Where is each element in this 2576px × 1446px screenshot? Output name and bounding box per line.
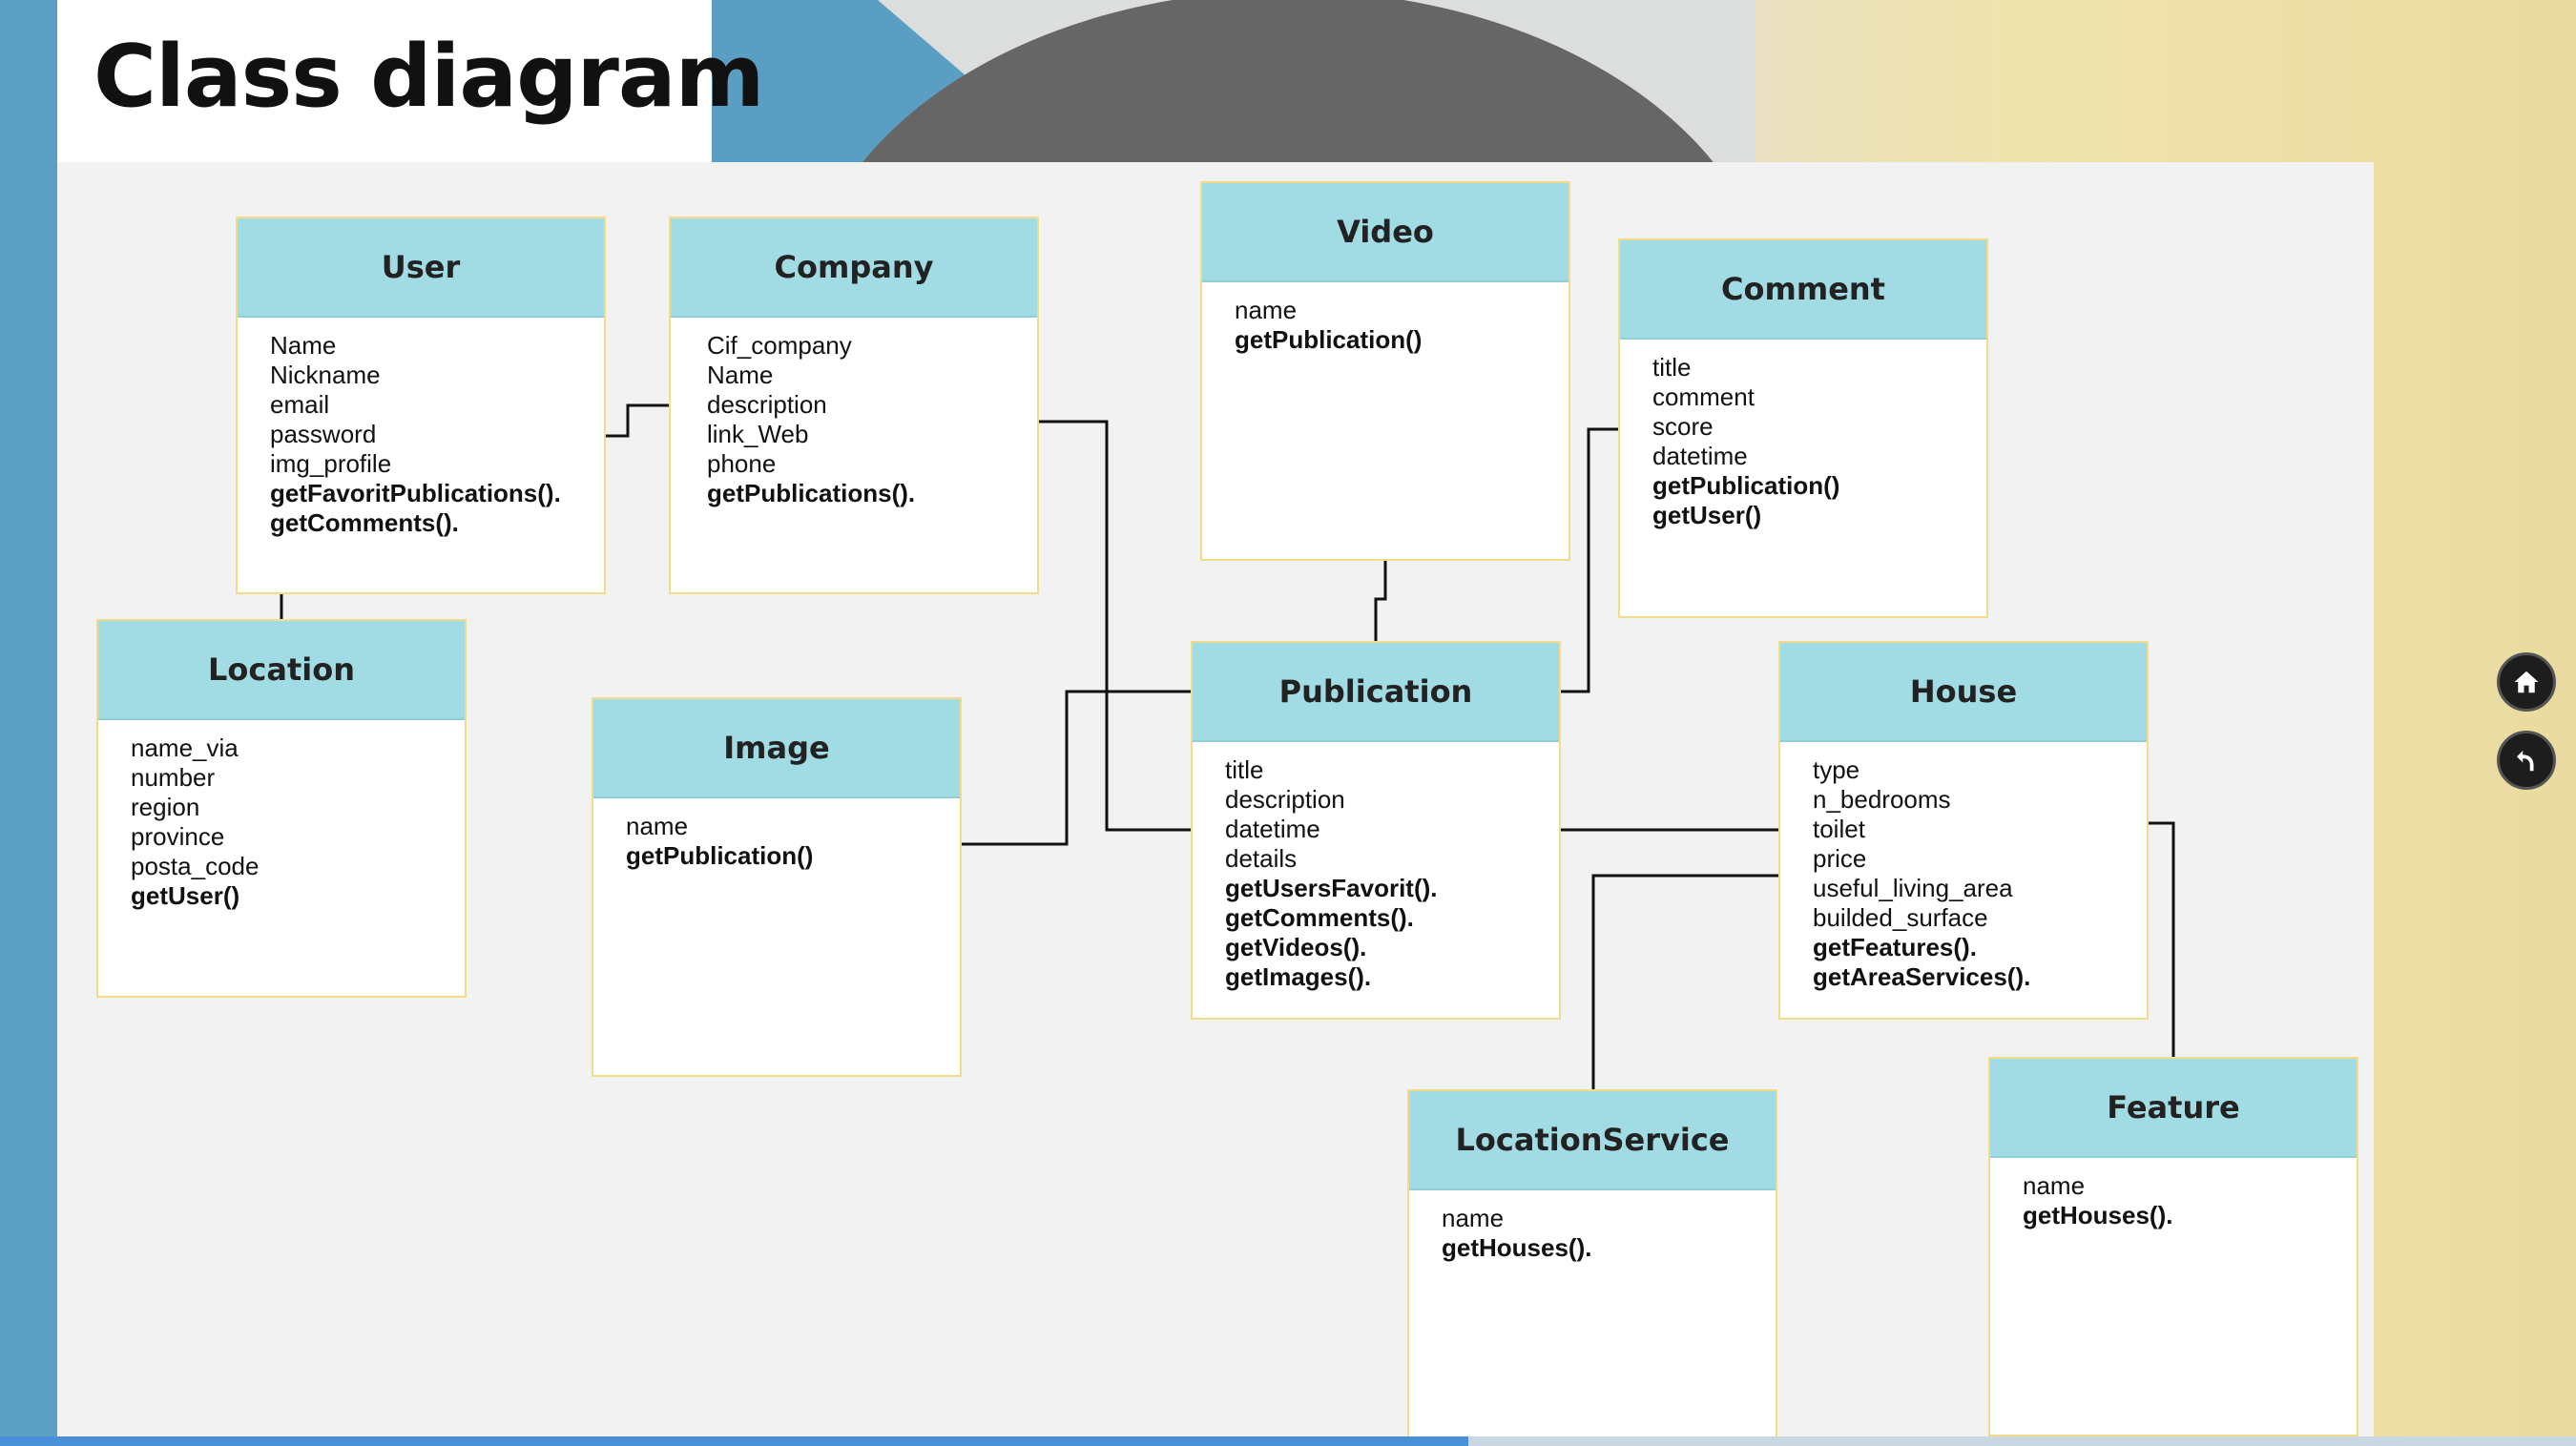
class-user[interactable]: User Name Nickname email password img_pr…	[236, 217, 606, 594]
class-header: User	[238, 218, 604, 318]
attribute: img_profile	[270, 449, 392, 478]
attribute: email	[270, 390, 330, 419]
method: getVideos().	[1225, 933, 1367, 961]
class-body: name getHouses().	[1990, 1158, 2357, 1230]
method: getPublication()	[1652, 471, 1840, 500]
method: getComments().	[270, 508, 459, 537]
class-body: title description datetime details getUs…	[1193, 742, 1559, 992]
method: getPublications().	[707, 479, 916, 507]
attribute: name	[1235, 296, 1298, 324]
back-button[interactable]	[2497, 731, 2556, 790]
class-header: Company	[671, 218, 1037, 318]
back-arrow-icon	[2517, 751, 2534, 772]
attribute: name	[2023, 1171, 2086, 1200]
attribute: price	[1813, 844, 1867, 873]
attribute: phone	[707, 449, 777, 478]
class-body: type n_bedrooms toilet price useful_livi…	[1780, 742, 2147, 992]
attribute: Nickname	[270, 361, 381, 389]
class-body: name getPublication()	[593, 798, 960, 871]
class-header: House	[1780, 643, 2147, 742]
progress-fill	[0, 1436, 1468, 1446]
title-box	[57, 0, 712, 162]
attribute: description	[1225, 785, 1345, 814]
class-header: Image	[593, 699, 960, 798]
attribute: datetime	[1652, 442, 1748, 470]
class-location[interactable]: Location name_via number region province…	[96, 619, 467, 998]
attribute: number	[131, 763, 216, 792]
attribute: toilet	[1813, 815, 1865, 843]
attribute: name_via	[131, 733, 239, 762]
connector-house-locationservice	[1591, 874, 1796, 1089]
class-video[interactable]: Video name getPublication()	[1200, 181, 1570, 561]
attribute: description	[707, 390, 827, 419]
class-feature[interactable]: Feature name getHouses().	[1988, 1057, 2358, 1436]
class-header: Video	[1202, 183, 1568, 282]
attribute: password	[270, 420, 377, 448]
class-body: title comment score datetime getPublicat…	[1620, 340, 1986, 530]
method: getHouses().	[2023, 1201, 2173, 1229]
class-header: Comment	[1620, 240, 1986, 340]
method: getAreaServices().	[1813, 962, 2031, 991]
method: getPublication()	[626, 841, 814, 870]
connector-user-company	[587, 403, 670, 438]
class-house[interactable]: House type n_bedrooms toilet price usefu…	[1778, 641, 2149, 1020]
attribute: name	[1442, 1204, 1505, 1232]
attribute: score	[1652, 412, 1714, 441]
attribute: name	[626, 812, 689, 840]
class-comment[interactable]: Comment title comment score datetime get…	[1618, 238, 1988, 618]
attribute: useful_living_area	[1813, 874, 2013, 902]
attribute: datetime	[1225, 815, 1320, 843]
class-body: Cif_company Name description link_Web ph…	[671, 318, 1037, 508]
class-header: Location	[98, 621, 465, 720]
method: getUser()	[131, 881, 240, 910]
home-icon	[2514, 671, 2539, 693]
attribute: region	[131, 793, 200, 821]
class-body: name getHouses().	[1409, 1190, 1776, 1263]
home-button[interactable]	[2497, 652, 2556, 712]
class-body: name_via number region province posta_co…	[98, 720, 465, 911]
class-body: Name Nickname email password img_profile…	[238, 318, 604, 538]
attribute: type	[1813, 755, 1860, 784]
method: getFeatures().	[1813, 933, 1977, 961]
class-publication[interactable]: Publication title description datetime d…	[1191, 641, 1561, 1020]
method: getUsersFavorit().	[1225, 874, 1438, 902]
class-company[interactable]: Company Cif_company Name description lin…	[669, 217, 1039, 594]
attribute: Name	[270, 331, 337, 360]
connector-comment-publication	[1560, 427, 1618, 693]
method: getHouses().	[1442, 1233, 1592, 1262]
attribute: title	[1225, 755, 1264, 784]
class-header: Publication	[1193, 643, 1559, 742]
class-header: LocationService	[1409, 1091, 1776, 1190]
method: getComments().	[1225, 903, 1414, 932]
connector-image-publication	[945, 690, 1191, 846]
class-header: Feature	[1990, 1059, 2357, 1158]
left-accent-bar	[0, 0, 57, 1446]
attribute: Cif_company	[707, 331, 852, 360]
connector-video-publication	[1374, 561, 1387, 641]
class-location-service[interactable]: LocationService name getHouses().	[1407, 1089, 1777, 1446]
attribute: posta_code	[131, 852, 260, 880]
method: getImages().	[1225, 962, 1372, 991]
method: getUser()	[1652, 501, 1762, 529]
attribute: province	[131, 822, 225, 851]
page-title: Class diagram	[93, 27, 764, 127]
class-image[interactable]: Image name getPublication()	[592, 697, 962, 1077]
attribute: n_bedrooms	[1813, 785, 1951, 814]
method: getFavoritPublications().	[270, 479, 561, 507]
method: getPublication()	[1235, 325, 1423, 354]
attribute: details	[1225, 844, 1298, 873]
attribute: builded_surface	[1813, 903, 1988, 932]
attribute: Name	[707, 361, 774, 389]
attribute: link_Web	[707, 420, 809, 448]
class-body: name getPublication()	[1202, 282, 1568, 355]
attribute: comment	[1652, 382, 1755, 411]
connector-company-publication	[1026, 420, 1191, 832]
attribute: title	[1652, 353, 1692, 382]
